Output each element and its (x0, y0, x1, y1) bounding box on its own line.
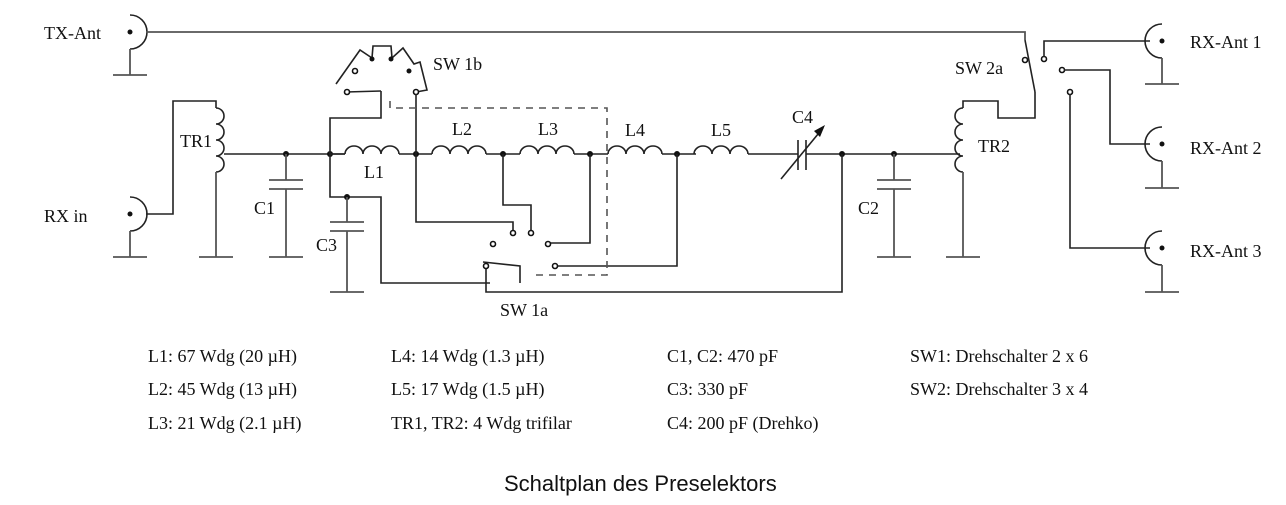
l4-label: L4 (625, 120, 645, 140)
switch-gang-link (389, 101, 608, 276)
l4-inductor (607, 145, 696, 155)
sw2a-label: SW 2a (955, 58, 1003, 78)
rx-in-label: RX in (44, 206, 88, 226)
legend-item: C3: 330 pF (667, 379, 748, 399)
l3-label: L3 (538, 119, 558, 139)
rx-ant3-label: RX-Ant 3 (1190, 241, 1262, 261)
rx-ant3-connector (1144, 230, 1179, 293)
tr2-label: TR2 (978, 136, 1010, 156)
legend-item: C1, C2: 470 pF (667, 346, 778, 366)
legend-item: L3: 21 Wdg (2.1 µH) (148, 413, 302, 434)
legend-item: C4: 200 pF (Drehko) (667, 413, 819, 434)
legend-item: SW2: Drehschalter 3 x 4 (910, 379, 1088, 399)
sw1a-switch (482, 229, 559, 283)
l5-label: L5 (711, 120, 731, 140)
l2-label: L2 (452, 119, 472, 139)
c1-capacitor (269, 154, 303, 258)
rx-in-connector (113, 100, 217, 258)
legend-item: L1: 67 Wdg (20 µH) (148, 346, 297, 367)
rx-ant1-connector (1144, 23, 1179, 85)
diagram-caption: Schaltplan des Preselektors (504, 471, 777, 496)
rx-ant2-connector (1144, 126, 1179, 189)
tr1-transformer (199, 107, 233, 258)
c2-label: C2 (858, 198, 879, 218)
tx-ant-label: TX-Ant (44, 23, 101, 43)
l3-inductor (519, 145, 608, 155)
sw1a-label: SW 1a (500, 300, 548, 320)
legend-item: L2: 45 Wdg (13 µH) (148, 379, 297, 400)
l5-inductor (693, 145, 798, 155)
tx-antenna-connector (113, 14, 1026, 76)
tr2-transformer (946, 92, 1036, 258)
legend-item: TR1, TR2: 4 Wdg trifilar (391, 413, 572, 433)
l1-label: L1 (364, 162, 384, 182)
component-legend: L1: 67 Wdg (20 µH) L2: 45 Wdg (13 µH) L3… (148, 346, 1088, 434)
legend-item: L5: 17 Wdg (1.5 µH) (391, 379, 545, 400)
c3-label: C3 (316, 235, 337, 255)
rx-ant1-label: RX-Ant 1 (1190, 32, 1262, 52)
c1-label: C1 (254, 198, 275, 218)
l2-inductor (431, 145, 520, 155)
c4-variable-capacitor (780, 125, 960, 180)
sw1b-label: SW 1b (433, 54, 482, 74)
c2-capacitor (877, 154, 911, 258)
sw1b-switch (329, 45, 843, 293)
c3-capacitor (329, 154, 490, 293)
rx-ant2-label: RX-Ant 2 (1190, 138, 1262, 158)
c4-label: C4 (792, 107, 813, 127)
legend-item: SW1: Drehschalter 2 x 6 (910, 346, 1088, 366)
tr1-label: TR1 (180, 131, 212, 151)
sw2a-switch (1021, 39, 1150, 249)
legend-item: L4: 14 Wdg (1.3 µH) (391, 346, 545, 367)
